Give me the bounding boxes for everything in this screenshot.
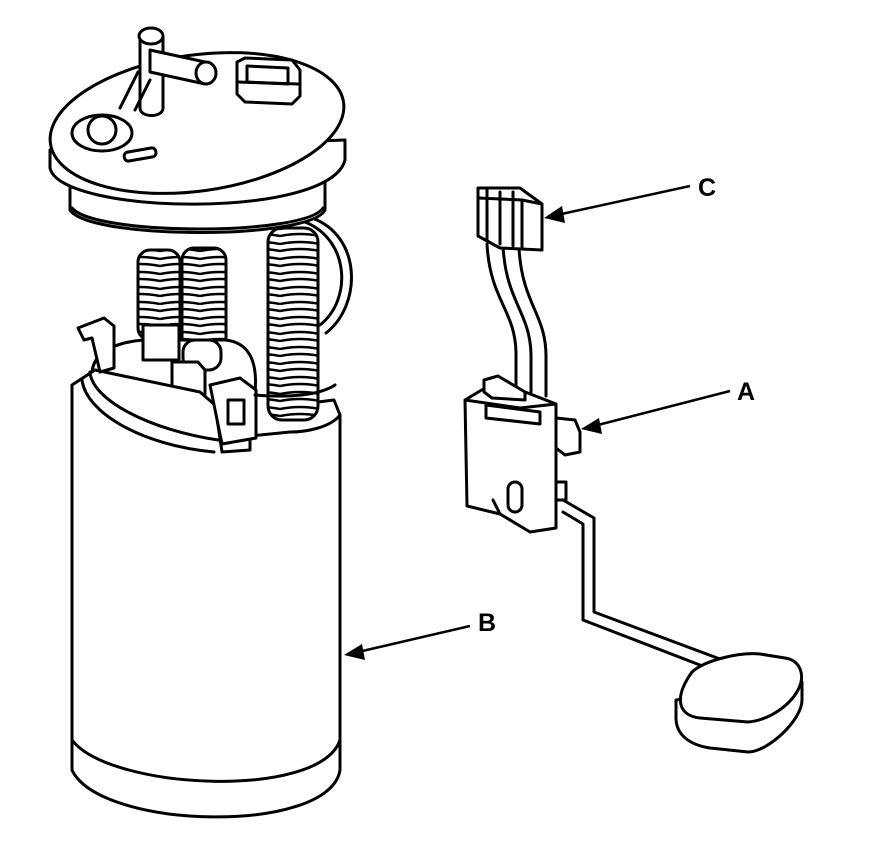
sender-clip — [554, 416, 582, 457]
callout-c: C — [544, 174, 716, 223]
fuel-gauge-sender-unit — [463, 186, 804, 754]
callout-b-label: B — [478, 609, 496, 637]
harness-wire-3 — [517, 246, 548, 398]
fuel-pump-assembly — [48, 26, 353, 819]
callout-a-label: A — [737, 378, 755, 406]
callout-b: B — [344, 609, 496, 660]
pump-wire-loop — [303, 220, 344, 327]
sender-slot — [506, 480, 524, 514]
callout-b-arrow — [357, 624, 471, 654]
harness-connector-c — [476, 186, 544, 252]
reservoir-canister — [70, 316, 342, 819]
outlet-pipe — [118, 26, 218, 117]
right-coil-spring — [266, 226, 320, 422]
flange-c-mark — [70, 113, 158, 163]
flange-connector — [235, 56, 302, 106]
harness-wire-2 — [501, 244, 533, 394]
callout-a-arrow — [593, 389, 731, 428]
harness-wire-1 — [485, 242, 518, 394]
sender-body-a — [463, 374, 582, 534]
coil-springs — [136, 226, 320, 422]
callout-a: A — [581, 378, 755, 434]
callout-c-label: C — [698, 174, 716, 202]
callout-c-arrow — [556, 184, 691, 217]
float-arm — [561, 498, 730, 664]
fuel-float — [674, 652, 804, 754]
